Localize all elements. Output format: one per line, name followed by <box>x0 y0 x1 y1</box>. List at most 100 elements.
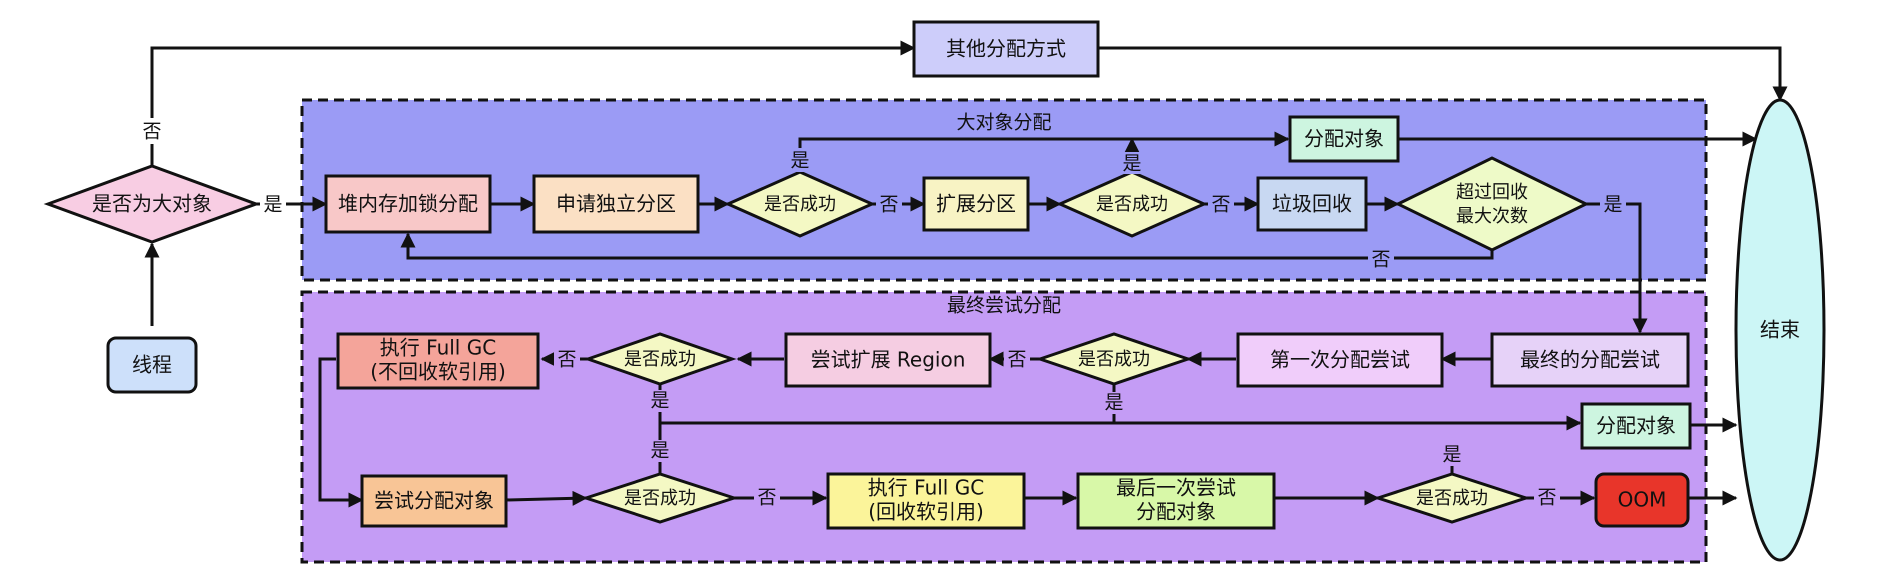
nodes: 线程 是否为大对象 其他分配方式 结束 堆内存加锁分配 申请独立分区 是否成功 <box>43 20 1826 562</box>
max-gc-label-line2: 最大次数 <box>1456 206 1528 227</box>
ok4-decision: 是否成功 <box>583 332 737 386</box>
full-gc2-label-line2: (回收软引用) <box>868 500 984 524</box>
end-label: 结束 <box>1760 318 1800 342</box>
ok5-decision: 是否成功 <box>581 472 739 524</box>
edge-label-ok3-yes: 是 <box>1104 392 1123 414</box>
ok2-decision: 是否成功 <box>1056 170 1208 238</box>
heap-lock-label: 堆内存加锁分配 <box>338 192 478 216</box>
edge-label-ok6-no: 否 <box>1537 487 1556 509</box>
try-expand-box <box>784 332 992 388</box>
edge-label-ok4-yes: 是 <box>650 390 669 412</box>
ok6-label: 是否成功 <box>1416 488 1488 509</box>
full-gc1-node: 执行 Full GC (不回收软引用) <box>336 332 540 390</box>
edge-labels: 否 是 是 否 是 否 是 否 否 是 否 是 是 否 是 否 <box>140 118 1626 510</box>
max-gc-diamond <box>1394 156 1590 252</box>
apply-region-node: 申请独立分区 <box>532 174 700 234</box>
gc-box <box>1256 176 1368 232</box>
ok6-diamond <box>1373 472 1531 524</box>
first-try-box <box>1236 332 1444 388</box>
ok3-decision: 是否成功 <box>1035 332 1193 386</box>
thread-label: 线程 <box>132 353 172 377</box>
edge-label-ok6-yes: 是 <box>1442 444 1461 466</box>
full-gc2-node: 执行 Full GC (回收软引用) <box>826 472 1026 530</box>
ok3-diamond <box>1035 332 1193 386</box>
thread-node: 线程 <box>106 336 198 394</box>
try-alloc-node: 尝试分配对象 <box>360 474 508 528</box>
first-try-node: 第一次分配尝试 <box>1236 332 1444 388</box>
heap-lock-box <box>324 174 492 234</box>
edge-label-ok5-yes: 是 <box>650 440 669 462</box>
ok1-diamond <box>724 170 876 238</box>
full-gc1-label-line2: (不回收软引用) <box>370 360 506 384</box>
last-try-label-line1: 最后一次尝试 <box>1116 476 1236 500</box>
ok2-label: 是否成功 <box>1096 194 1168 215</box>
alloc-obj-top-label: 分配对象 <box>1304 127 1384 151</box>
thread-box <box>106 336 198 394</box>
edge-other-to-end <box>1098 46 1788 102</box>
gc-node: 垃圾回收 <box>1256 176 1368 232</box>
full-gc1-label-line1: 执行 Full GC <box>380 336 496 360</box>
ok5-label: 是否成功 <box>624 488 696 509</box>
edge-label-maxgc-yes: 是 <box>1603 194 1622 216</box>
alloc-obj-top-box <box>1288 115 1400 163</box>
alloc-obj-bottom-label: 分配对象 <box>1596 414 1676 438</box>
full-gc2-label-line1: 执行 Full GC <box>868 476 984 500</box>
alloc-obj-bottom-node: 分配对象 <box>1580 402 1692 450</box>
try-expand-label: 尝试扩展 Region <box>811 348 966 372</box>
alloc-obj-bottom-box <box>1580 402 1692 450</box>
edge-label-large-yes: 是 <box>263 194 282 216</box>
edge-label-large-no: 否 <box>142 121 161 143</box>
apply-region-box <box>532 174 700 234</box>
expand-region-node: 扩展分区 <box>922 176 1030 232</box>
oom-node: OOM <box>1594 472 1690 528</box>
last-try-node: 最后一次尝试 分配对象 <box>1076 472 1276 530</box>
max-gc-label-line1: 超过回收 <box>1456 182 1528 203</box>
last-try-box <box>1076 472 1276 530</box>
edge-label-maxgc-no: 否 <box>1371 249 1390 271</box>
expand-region-box <box>922 176 1030 232</box>
gc-label: 垃圾回收 <box>1272 192 1352 216</box>
try-expand-node: 尝试扩展 Region <box>784 332 992 388</box>
last-try-label-line2: 分配对象 <box>1136 500 1216 524</box>
ok1-label: 是否成功 <box>764 194 836 215</box>
edge-label-ok1-yes: 是 <box>790 150 809 172</box>
expand-region-label: 扩展分区 <box>936 192 1016 216</box>
max-gc-decision: 超过回收 最大次数 <box>1394 156 1590 252</box>
apply-region-label: 申请独立分区 <box>556 192 676 216</box>
full-gc1-box <box>336 332 540 390</box>
other-alloc-node: 其他分配方式 <box>912 20 1100 78</box>
oom-label: OOM <box>1618 488 1667 512</box>
is-large-diamond <box>43 164 261 244</box>
group-final-try-title: 最终尝试分配 <box>947 295 1061 317</box>
edge-label-ok2-no: 否 <box>1211 194 1230 216</box>
first-try-label: 第一次分配尝试 <box>1270 348 1410 372</box>
ok2-diamond <box>1056 170 1208 238</box>
ok1-decision: 是否成功 <box>724 170 876 238</box>
try-alloc-label: 尝试分配对象 <box>374 489 494 513</box>
full-gc2-box <box>826 472 1026 530</box>
edge-fullgc1-to-tryalloc <box>318 357 364 508</box>
edge-label-ok5-no: 否 <box>757 487 776 509</box>
ok6-decision: 是否成功 <box>1373 472 1531 524</box>
heap-lock-node: 堆内存加锁分配 <box>324 174 492 234</box>
edge-label-ok2-yes: 是 <box>1122 153 1141 175</box>
edge-label-ok4-no: 否 <box>557 349 576 371</box>
try-alloc-box <box>360 474 508 528</box>
alloc-obj-top-node: 分配对象 <box>1288 115 1400 163</box>
ok5-diamond <box>581 472 739 524</box>
oom-box <box>1594 472 1690 528</box>
edges <box>144 40 1788 508</box>
final-try-label: 最终的分配尝试 <box>1520 348 1660 372</box>
ok3-label: 是否成功 <box>1078 349 1150 370</box>
final-try-node: 最终的分配尝试 <box>1490 332 1690 388</box>
edge-tryalloc-to-ok5 <box>505 490 588 506</box>
is-large-label: 是否为大对象 <box>92 192 212 216</box>
end-node: 结束 <box>1734 98 1826 562</box>
final-try-box <box>1490 332 1690 388</box>
edge-label-ok3-no: 否 <box>1007 349 1026 371</box>
other-alloc-label: 其他分配方式 <box>946 37 1066 61</box>
is-large-decision: 是否为大对象 <box>43 164 261 244</box>
group-large-alloc-title: 大对象分配 <box>956 112 1051 134</box>
ok4-label: 是否成功 <box>624 349 696 370</box>
